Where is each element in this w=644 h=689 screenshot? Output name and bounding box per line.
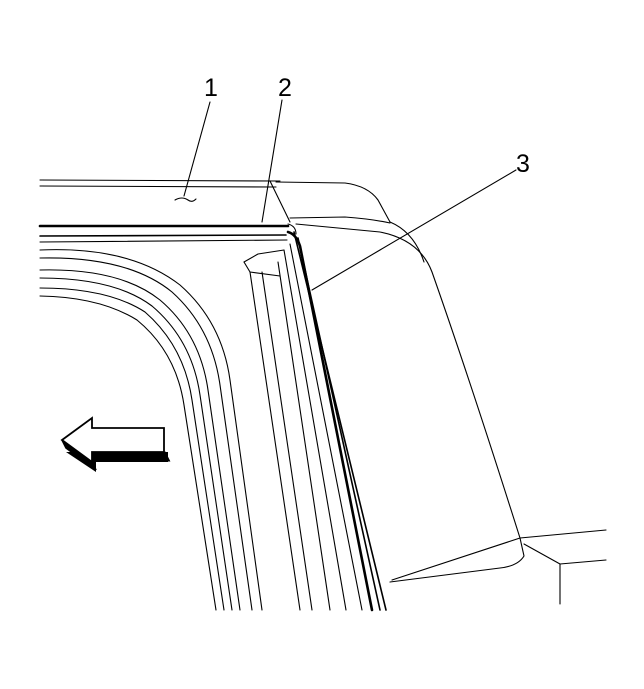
rear-window-glass bbox=[295, 221, 525, 583]
callout-leaders bbox=[183, 99, 517, 291]
leader-line-3 bbox=[311, 169, 517, 291]
callout-1: 1 bbox=[204, 74, 218, 102]
rear-body bbox=[519, 529, 607, 605]
leader-line-1 bbox=[183, 101, 211, 197]
callout-3: 3 bbox=[516, 150, 530, 178]
weatherstrip bbox=[286, 230, 387, 612]
roof-panel bbox=[39, 179, 391, 224]
left-arrow-icon bbox=[60, 416, 171, 472]
leader-line-2 bbox=[261, 99, 283, 223]
door-frame bbox=[39, 249, 263, 611]
b-pillar bbox=[243, 249, 347, 611]
roof-molding bbox=[38, 223, 297, 243]
callout-2: 2 bbox=[278, 74, 292, 102]
